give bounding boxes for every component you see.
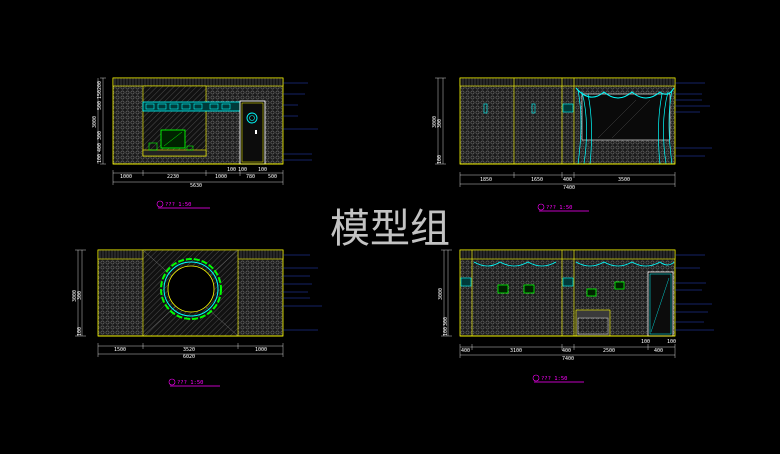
dim-c-v0: 3000 [72,290,78,302]
dim-b-v0: 3000 [432,116,438,128]
dim-d-v2: 100 [443,327,449,336]
wall-lamp-3 [586,288,597,297]
dim-a-h0: 1000 [120,174,132,180]
dim-d-total: 7400 [562,356,574,362]
elevation-a: 1000 2230 1000 100 100 780 100 500 5630 … [92,77,318,209]
caption-d: ??? 1:50 [541,376,568,382]
cornice-b [459,77,676,87]
dims-c [75,249,284,357]
dim-d-v0: 3000 [438,288,444,300]
dim-d-h6: 400 [654,348,663,354]
curtain-right [658,89,673,165]
dim-d-h4: 100 [641,339,650,345]
dim-a-v2: 500 [97,101,103,110]
dim-a-h1: 2230 [167,174,179,180]
dims-b [435,77,676,187]
wall-d [459,249,676,337]
tv-cabinet [142,149,207,157]
cornice-d [459,249,676,260]
cornice-a [112,77,284,87]
caption-b: ??? 1:50 [546,205,573,211]
caption-b-marker [537,203,545,211]
dim-c-h1: 3520 [183,347,195,353]
dim-d-h5: 100 [667,339,676,345]
dim-d-v1: 300 [443,317,449,326]
leaders-c [283,254,322,331]
dim-a-v3: 3000 [92,116,98,128]
window-b [581,93,671,141]
dim-a-h5: 780 [246,174,255,180]
curtain-valance [575,87,675,99]
dim-a-h7: 500 [268,174,277,180]
elevation-b: 1850 1650 400 3500 7400 3000 300 100 ???… [432,77,712,212]
dim-b-v1: 300 [437,119,443,128]
dim-d-h2: 400 [562,348,571,354]
caption-c: ??? 1:50 [177,380,204,386]
dim-d-h1: 3100 [510,348,522,354]
caption-a-marker [156,200,164,208]
wall-lamp-1 [497,284,509,294]
elevation-c: 1500 3520 1000 6020 3000 300 100 ??? 1:5… [72,249,322,387]
dim-b-h3: 3500 [618,177,630,183]
moon-gate-inner [167,265,215,313]
dim-a-total: 5630 [190,183,202,189]
dims-d [441,249,676,358]
dim-b-h1: 1650 [531,177,543,183]
door-ornament [246,112,258,124]
dim-a-v1: 150 [97,90,103,99]
curtain-left [577,89,592,165]
caption-c-marker [168,378,176,386]
dim-a-v6: 100 [97,154,103,163]
dim-a-h3: 100 [227,167,236,173]
dim-a-h2: 1000 [215,174,227,180]
caption-a: ??? 1:50 [165,202,192,208]
leaders-b [675,82,712,157]
wall-lamp-2 [523,284,535,294]
lattice-band [142,101,241,112]
dim-c-h2: 1000 [255,347,267,353]
dim-c-h0: 1500 [114,347,126,353]
leaders-a [283,82,318,161]
wall-lamp-4 [614,281,625,290]
watermark: 模型组 [330,206,450,252]
leaders-d [675,254,714,331]
dim-a-h4: 100 [238,167,247,173]
dim-c-v2: 100 [77,327,83,336]
dim-a-v4: 300 [97,131,103,140]
dim-b-total: 7400 [563,185,575,191]
dim-a-v5: 400 [97,143,103,152]
dim-d-h0: 400 [461,348,470,354]
dim-b-h0: 1850 [480,177,492,183]
moon-gate-outer [160,258,222,320]
door [239,100,266,165]
dim-b-v2: 100 [437,155,443,164]
moon-gate-ring [163,261,219,317]
dims-a [97,77,284,185]
dim-a-h6: 100 [258,167,267,173]
dim-b-h2: 400 [563,177,572,183]
caption-d-marker [532,374,540,382]
valance-d [473,261,675,267]
dim-c-total: 6020 [183,354,195,360]
dim-d-h3: 2500 [603,348,615,354]
elevation-d: 400 3100 400 2500 100 100 400 7400 3000 … [438,249,714,383]
dim-a-v0: 200 [97,81,103,90]
dim-c-v1: 300 [77,291,83,300]
